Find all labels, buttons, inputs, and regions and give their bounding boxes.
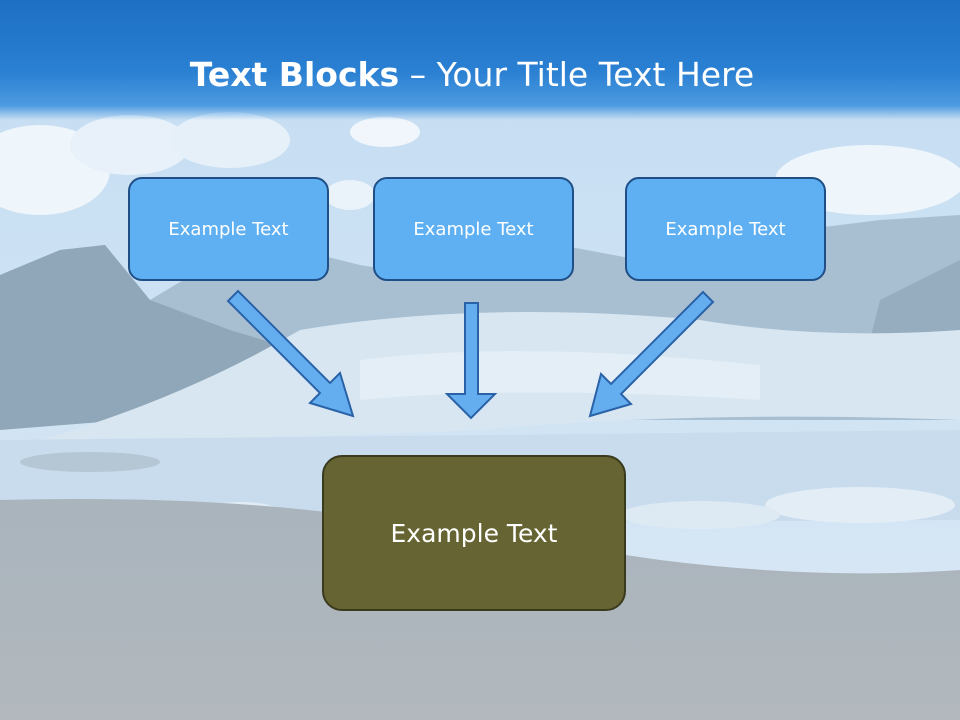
title-rest: Your Title Text Here bbox=[436, 55, 755, 94]
title-separator: – bbox=[399, 55, 437, 94]
arrow-left-icon bbox=[226, 289, 355, 418]
text-block-right[interactable]: Example Text bbox=[625, 177, 826, 281]
text-block-center[interactable]: Example Text bbox=[373, 177, 574, 281]
text-block-result[interactable]: Example Text bbox=[322, 455, 626, 611]
arrow-right-icon bbox=[588, 290, 715, 418]
title-bold-part: Text Blocks bbox=[189, 55, 400, 94]
text-block-left[interactable]: Example Text bbox=[128, 177, 329, 281]
header-band bbox=[0, 0, 960, 120]
arrow-center-icon bbox=[444, 302, 498, 420]
slide-title: Text Blocks – Your Title Text Here bbox=[0, 52, 944, 98]
